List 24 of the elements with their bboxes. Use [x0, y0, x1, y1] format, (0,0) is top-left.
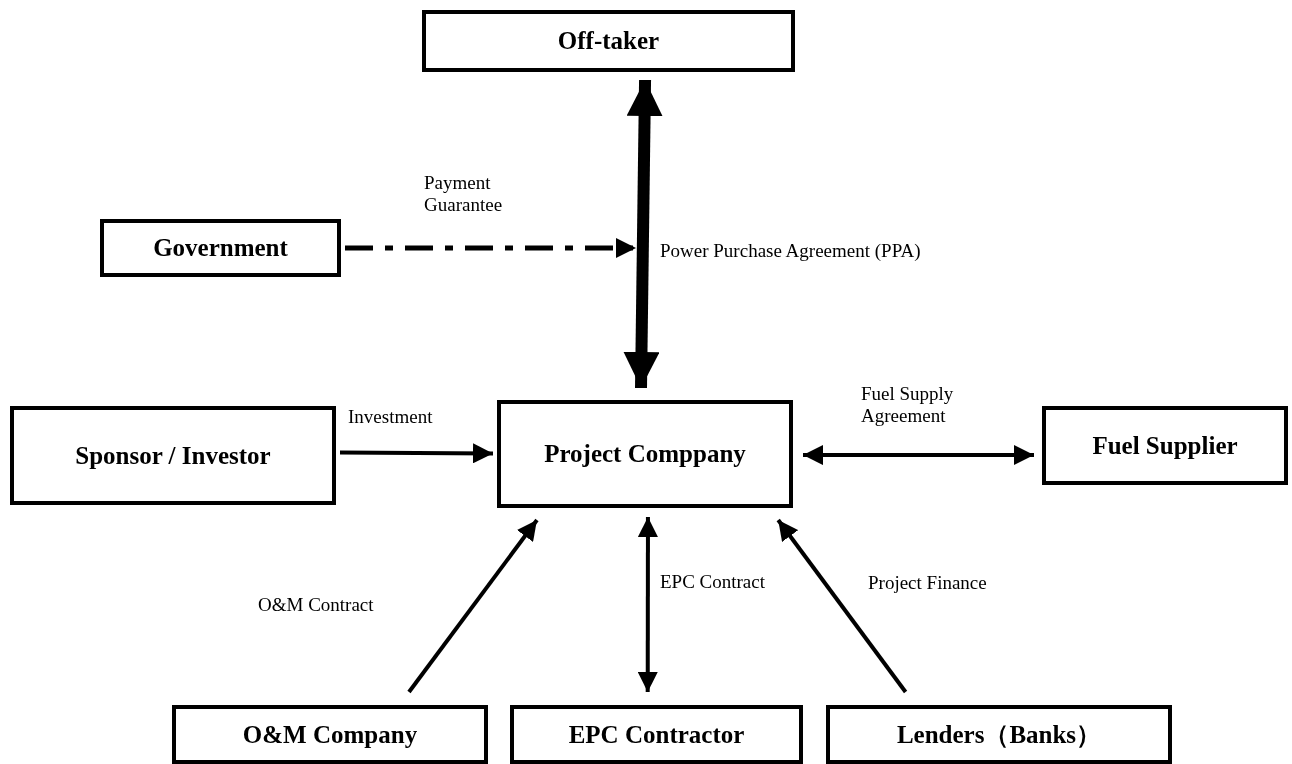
process-box	[422, 10, 795, 72]
process-box	[100, 219, 341, 277]
node-label: Lenders（Banks）	[896, 720, 1102, 750]
process-box	[510, 705, 803, 764]
process-box	[172, 705, 488, 764]
arrow	[407, 518, 539, 694]
double-arrow	[803, 445, 1034, 466]
node-label: Government	[153, 234, 288, 262]
node-label: Sponsor / Investor	[75, 441, 271, 470]
arrow	[776, 518, 908, 694]
process-box	[1042, 406, 1288, 485]
edge-label: Power Purchase Agreement (PPA)	[658, 240, 923, 262]
process-box	[497, 400, 793, 508]
node-label: EPC Contractor	[568, 720, 745, 749]
node-label: Fuel Supplier	[1092, 431, 1238, 460]
node-label: Off-taker	[557, 27, 660, 55]
process-box	[826, 705, 1172, 764]
arrow	[340, 443, 493, 464]
arrow	[345, 238, 636, 258]
node-label: O&M Company	[242, 720, 418, 749]
node-label: Project Comppany	[544, 440, 746, 468]
process-box	[10, 406, 336, 505]
double-arrow	[637, 517, 658, 692]
double-arrow	[623, 79, 663, 389]
